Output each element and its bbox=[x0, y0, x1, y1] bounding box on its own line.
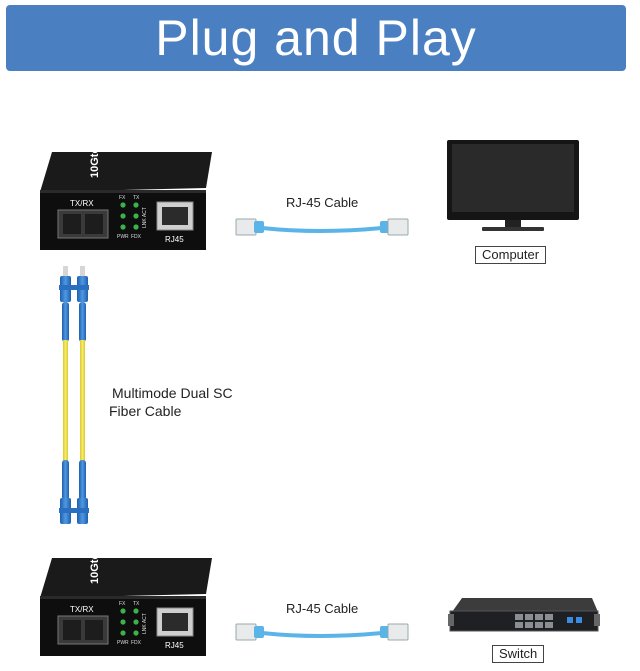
label-txrx: TX/RX bbox=[70, 605, 94, 614]
banner-title: Plug and Play bbox=[155, 10, 477, 66]
computer-label: Computer bbox=[475, 246, 547, 264]
rj45-cable-label-top: RJ-45 Cable bbox=[286, 195, 359, 210]
media-converter-bottom: 10Gtek TX/RX FX TX LNK ACT PWR FDX RJ45 bbox=[40, 546, 212, 656]
fiber-cable bbox=[59, 266, 89, 524]
rj45-cable-label-bottom: RJ-45 Cable bbox=[286, 601, 359, 616]
svg-text:FDX: FDX bbox=[131, 234, 142, 240]
computer-monitor-icon bbox=[447, 140, 579, 231]
svg-text:LNK ACT: LNK ACT bbox=[142, 207, 148, 228]
label-rj45: RJ45 bbox=[165, 235, 184, 244]
svg-text:FX: FX bbox=[119, 195, 126, 201]
svg-text:FDX: FDX bbox=[131, 640, 142, 646]
fiber-cable-label-line2: Fiber Cable bbox=[109, 403, 182, 419]
network-switch-icon bbox=[448, 598, 600, 632]
label-txrx: TX/RX bbox=[70, 199, 94, 208]
brand-logo: 10Gtek bbox=[89, 546, 101, 584]
title-banner: Plug and Play bbox=[6, 5, 626, 71]
brand-logo: 10Gtek bbox=[89, 140, 101, 178]
svg-text:TX: TX bbox=[133, 601, 140, 607]
label-rj45: RJ45 bbox=[165, 641, 184, 650]
svg-text:LNK ACT: LNK ACT bbox=[142, 613, 148, 634]
svg-text:FX: FX bbox=[119, 601, 126, 607]
fiber-cable-label-line1: Multimode Dual SC bbox=[112, 385, 233, 401]
svg-text:PWR: PWR bbox=[117, 234, 129, 240]
svg-text:TX: TX bbox=[133, 195, 140, 201]
switch-label: Switch bbox=[492, 645, 545, 663]
rj45-cable-top bbox=[235, 218, 409, 236]
media-converter-top: 10Gtek TX/RX FX TX LNK ACT PWR FDX RJ45 bbox=[40, 140, 212, 250]
rj45-cable-bottom bbox=[235, 623, 409, 641]
svg-text:PWR: PWR bbox=[117, 640, 129, 646]
